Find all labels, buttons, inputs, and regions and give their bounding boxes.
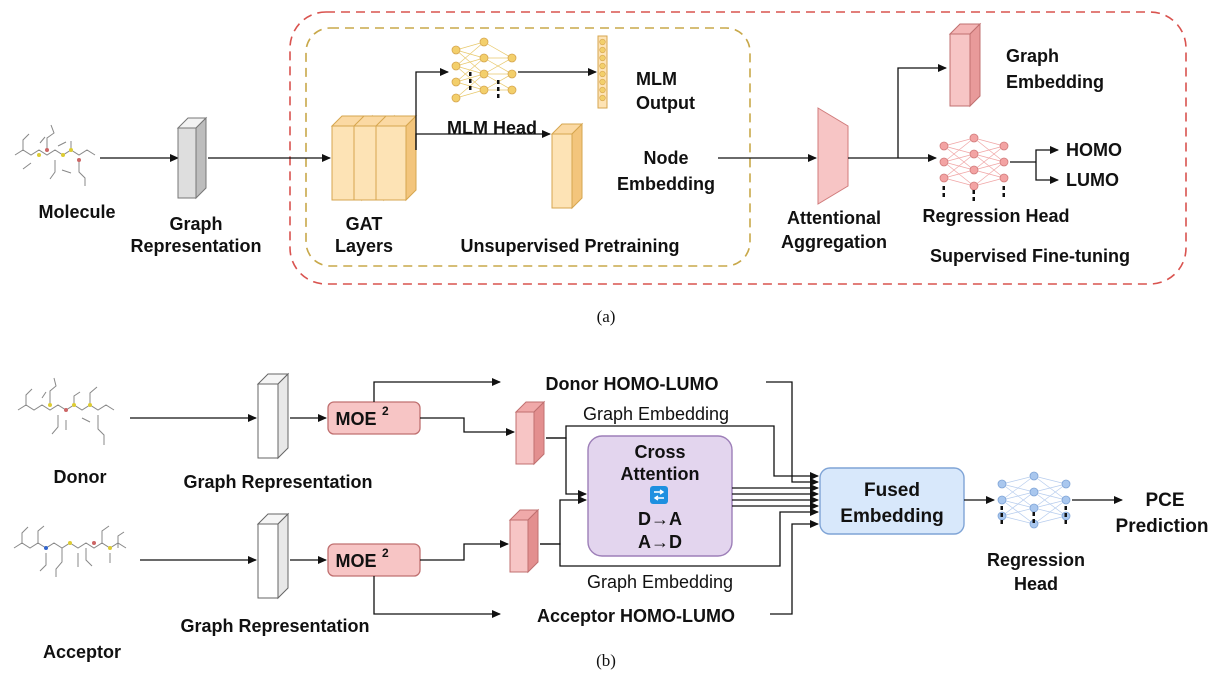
moe-top-box: MOE 2 [327,401,421,435]
graph-representation-top-label: Graph Representation [183,472,372,492]
graph-representation-top-block [256,372,290,460]
arrow-moe-to-donor-homo-lumo [373,378,501,402]
supervised-finetuning-label: Supervised Fine-tuning [930,246,1130,266]
cross-attention-label-1: Cross [634,442,685,462]
arrow-attention-to-graph-embedding [897,64,947,158]
node-embedding-label-2: Embedding [617,174,715,194]
attentional-label-1: Attentional [787,208,881,228]
caption-a: (a) [597,307,616,326]
swap-icon [650,486,668,504]
d-to-a-label: D→A [638,509,682,529]
gat-layers-block [330,114,418,202]
unsupervised-region-border [305,27,751,267]
graph-embedding-top-block [514,400,546,466]
pce-label-2: Prediction [1116,516,1209,537]
moe-bottom-superscript: 2 [382,546,389,560]
a-to-d-label: A→D [638,532,682,552]
regression-head-network-icon [939,133,1009,201]
molecule-label: Molecule [38,202,115,222]
connector-graph-embed-top-to-fused [546,425,775,470]
node-embedding-block [550,122,584,210]
arrow-to-homo [1035,146,1059,162]
arrow-donor-homo-lumo-to-fused [791,466,819,486]
graph-embedding-label-2: Embedding [1006,72,1104,92]
fused-label-1: Fused [864,480,920,501]
mlm-head-network-icon [451,37,517,103]
mlm-output-label-1: MLM [636,69,677,89]
gat-label-2: Layers [335,236,393,256]
moe-top-superscript: 2 [382,404,389,418]
acceptor-homo-lumo-label: Acceptor HOMO-LUMO [537,606,735,626]
mlm-output-vector [597,35,608,109]
molecule-icon [14,124,96,186]
fused-label-2: Embedding [840,506,943,527]
attentional-aggregation-block [817,107,849,205]
graph-representation-block [176,116,208,200]
attentional-label-2: Aggregation [781,232,887,252]
arrow-to-lumo [1035,162,1059,184]
graph-embedding-block [948,22,982,108]
arrow-graph-embed-top-to-fused [773,470,819,480]
gat-label-1: GAT [346,214,383,234]
acceptor-molecule-icon [13,525,127,577]
fused-embedding-box: Fused Embedding [819,467,965,535]
moe-top-label: MOE [335,409,376,429]
panel-a: Molecule Graph Representation GAT Layers [14,11,1187,326]
graph-representation-label-2: Representation [130,236,261,256]
cross-attention-box: Cross Attention D→A A→D [587,435,733,557]
homo-label: HOMO [1066,140,1122,160]
connector-graph-embed-bottom-to-fused [540,520,781,567]
panel-b: Donor Acceptor Graph Representation [13,372,1209,670]
arrow-graph-embed-bottom-to-cross [540,496,587,545]
moe-bottom-box: MOE 2 [327,543,421,577]
supervised-region-border [289,11,1187,285]
lumo-label: LUMO [1066,170,1119,190]
caption-b: (b) [596,651,616,670]
donor-homo-lumo-label: Donor HOMO-LUMO [546,374,719,394]
arrow-graph-embed-top-to-cross [546,437,587,498]
pce-label-1: PCE [1145,490,1184,511]
donor-molecule-icon [17,377,115,445]
graph-embedding-bottom-block [508,508,540,574]
arrow-graph-embed-bottom-to-fused [779,508,819,520]
donor-label: Donor [54,467,107,487]
graph-embedding-top-label: Graph Embedding [583,404,729,424]
arrow-moe-to-graph-embedding-top [420,417,515,436]
arrow-acceptor-homo-lumo-to-fused [791,520,819,528]
moe-bottom-label: MOE [335,551,376,571]
regression-head-b-label-2: Head [1014,574,1058,594]
graph-representation-label-1: Graph [169,214,222,234]
mlm-head-label: MLM Head [447,118,537,138]
arrow-moe-to-graph-embedding-bottom [420,540,509,561]
acceptor-label: Acceptor [43,642,121,662]
node-embedding-label-1: Node [644,148,689,168]
regression-head-b-network-icon [997,471,1071,529]
graph-representation-bottom-block [256,512,290,600]
graph-representation-bottom-label: Graph Representation [180,616,369,636]
arrow-gat-to-mlm-head [415,68,449,150]
regression-head-b-label-1: Regression [987,550,1085,570]
unsupervised-pretraining-label: Unsupervised Pretraining [460,236,679,256]
graph-embedding-bottom-label: Graph Embedding [587,572,733,592]
arrow-gat-to-node-embedding [415,130,551,150]
graph-embedding-label-1: Graph [1006,46,1059,66]
arrow-moe-to-acceptor-homo-lumo [373,576,501,618]
cross-attention-label-2: Attention [621,464,700,484]
connector-acceptor-homo-lumo [770,528,793,615]
regression-head-label-a: Regression Head [922,206,1069,226]
mlm-output-label-2: Output [636,93,695,113]
connector-donor-homo-lumo [766,381,793,466]
